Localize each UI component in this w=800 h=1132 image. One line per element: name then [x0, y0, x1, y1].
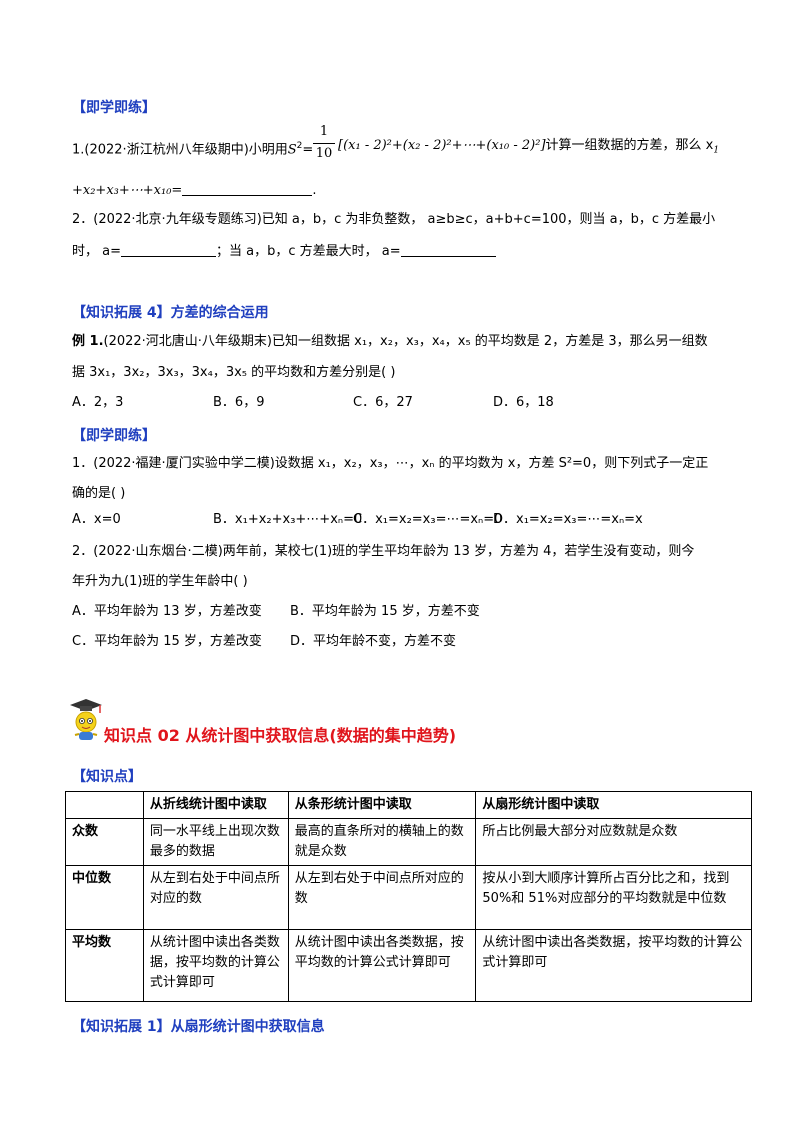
fraction-one-tenth: 1 10 [313, 124, 335, 168]
table-row-label: 中位数 [65, 865, 144, 930]
practice-1-option-d[interactable]: D．x₁=x₂=x₃=⋯=xₙ=x [493, 512, 643, 527]
practice-2-option-c[interactable]: C．平均年龄为 15 岁，方差改变 [72, 634, 262, 649]
extension-4-title: 方差的综合运用 [170, 305, 269, 321]
extension-1-title: 从扇形统计图中获取信息 [170, 1019, 325, 1035]
section-heading-extension-1: 【知识拓展 1】从扇形统计图中获取信息 [72, 1016, 325, 1036]
practice-2-line-2: 年升为九(1)班的学生年龄中( ) [72, 574, 248, 589]
question-1-line-2: +x₂+x₃+⋯+x₁₀=. [72, 181, 316, 200]
variance-square: 2 [296, 141, 303, 151]
table-cell: 同一水平线上出现次数最多的数据 [142, 818, 289, 866]
table-header-pie-chart: 从扇形统计图中读取 [475, 791, 752, 819]
practice-1-line-2: 确的是( ) [72, 486, 126, 501]
question-1-formula-line: [(x₁ - 2)²+(x₂ - 2)²+⋯+(x₁₀ - 2)²]计算一组数据… [338, 137, 719, 160]
example-1-option-a[interactable]: A．2，3 [72, 395, 124, 410]
table-row-label: 平均数 [65, 929, 144, 1002]
question-1-line-1: 1.(2022·浙江杭州八年级期中)小明用S2= [72, 137, 313, 159]
table-row-mean: 平均数 从统计图中读出各类数据，按平均数的计算公式计算即可 从统计图中读出各类数… [65, 929, 752, 1002]
practice-2-option-b[interactable]: B．平均年龄为 15 岁，方差不变 [290, 604, 480, 619]
practice-1-option-c[interactable]: C．x₁=x₂=x₃=⋯=xₙ=0 [353, 512, 503, 527]
knowledge-point-02-title: 知识点 02 从统计图中获取信息(数据的集中趋势) [104, 726, 457, 745]
table-row-label: 众数 [65, 818, 144, 866]
practice-1-line-1: 1．(2022·福建·厦门实验中学二模)设数据 x₁，x₂，x₃，⋯，xₙ 的平… [72, 456, 709, 471]
section-heading-extension-4: 【知识拓展 4】方差的综合运用 [72, 302, 269, 322]
answer-blank-2a[interactable] [121, 242, 216, 257]
subscript-one: 1 [713, 145, 720, 156]
question-1-prefix: 1.(2022·浙江杭州八年级期中)小明用 [72, 142, 288, 158]
fraction-denominator: 10 [315, 146, 333, 161]
question-2-line-1: 2．(2022·北京·九年级专题练习)已知 a，b，c 为非负整数， a≥b≥c… [72, 212, 716, 227]
table-cell: 从统计图中读出各类数据，按平均数的计算公式计算即可 [142, 929, 289, 1002]
graduate-mascot-icon [70, 699, 102, 740]
question-2-line-2: 时， a= ；当 a，b，c 方差最大时， a= [72, 242, 496, 261]
practice-2-option-a[interactable]: A．平均年龄为 13 岁，方差改变 [72, 604, 262, 619]
table-cell: 按从小到大顺序计算所占百分比之和，找到 50%和 51%对应部分的平均数就是中位… [475, 865, 752, 930]
table-header-bar-chart: 从条形统计图中读取 [287, 791, 477, 819]
table-cell: 所占比例最大部分对应数就是众数 [475, 818, 752, 866]
table-cell: 从左到右处于中间点所对应的数 [142, 865, 289, 930]
section-heading-knowledge: 【知识点】 [72, 769, 142, 785]
table-cell: 最高的直条所对的横轴上的数就是众数 [287, 818, 477, 866]
fraction-numerator: 1 [319, 124, 329, 139]
variance-symbol: S [287, 142, 297, 158]
question-1-suffix: 计算一组数据的方差，那么 x [545, 138, 714, 153]
section-heading-practice-2: 【即学即练】 [72, 428, 156, 444]
question-2-part-b: ；当 a，b，c 方差最大时， a= [216, 244, 401, 259]
example-1-line-2: 据 3x₁，3x₂，3x₃，3x₄，3x₅ 的平均数和方差分别是( ) [72, 365, 396, 380]
extension-4-tag: 【知识拓展 4】 [72, 305, 171, 321]
sum-expression: +x₂+x₃+⋯+x₁₀= [72, 183, 183, 198]
example-1-label: 例 1. [72, 334, 104, 349]
example-1-text: (2022·河北唐山·八年级期末)已知一组数据 x₁，x₂，x₃，x₄，x₅ 的… [103, 334, 708, 349]
knowledge-table: 从折线统计图中读取 从条形统计图中读取 从扇形统计图中读取 众数 同一水平线上出… [65, 791, 752, 1002]
table-header-row: 从折线统计图中读取 从条形统计图中读取 从扇形统计图中读取 [65, 791, 752, 819]
equals-sign: = [302, 142, 314, 158]
period: . [312, 183, 317, 198]
practice-2-option-d[interactable]: D．平均年龄不变，方差不变 [290, 634, 457, 649]
variance-formula: [(x₁ - 2)²+(x₂ - 2)²+⋯+(x₁₀ - 2)²] [338, 138, 546, 153]
fraction-bar [313, 143, 335, 144]
table-row-mode: 众数 同一水平线上出现次数最多的数据 最高的直条所对的横轴上的数就是众数 所占比… [65, 818, 752, 866]
example-1-option-b[interactable]: B．6，9 [213, 395, 265, 410]
practice-1-option-a[interactable]: A．x=0 [72, 512, 121, 527]
table-header-line-chart: 从折线统计图中读取 [142, 791, 289, 819]
example-1-option-d[interactable]: D．6，18 [493, 395, 554, 410]
table-row-median: 中位数 从左到右处于中间点所对应的数 从左到右处于中间点所对应的数 按从小到大顺… [65, 865, 752, 930]
practice-1-option-b[interactable]: B．x₁+x₂+x₃+⋯+xₙ=0 [213, 512, 363, 527]
extension-1-tag: 【知识拓展 1】 [72, 1019, 171, 1035]
table-cell: 从统计图中读出各类数据，按平均数的计算公式计算即可 [475, 929, 752, 1002]
example-1-option-c[interactable]: C．6，27 [353, 395, 413, 410]
table-cell: 从统计图中读出各类数据，按平均数的计算公式计算即可 [287, 929, 477, 1002]
practice-2-line-1: 2．(2022·山东烟台·二模)两年前，某校七(1)班的学生平均年龄为 13 岁… [72, 544, 695, 559]
answer-blank-1[interactable] [182, 181, 313, 196]
question-2-part-a: 时， a= [72, 244, 121, 259]
table-header-cell [65, 791, 144, 819]
answer-blank-2b[interactable] [400, 242, 496, 257]
example-1-line-1: 例 1.(2022·河北唐山·八年级期末)已知一组数据 x₁，x₂，x₃，x₄，… [72, 333, 708, 351]
section-heading-practice-1: 【即学即练】 [72, 100, 156, 116]
table-cell: 从左到右处于中间点所对应的数 [287, 865, 477, 930]
